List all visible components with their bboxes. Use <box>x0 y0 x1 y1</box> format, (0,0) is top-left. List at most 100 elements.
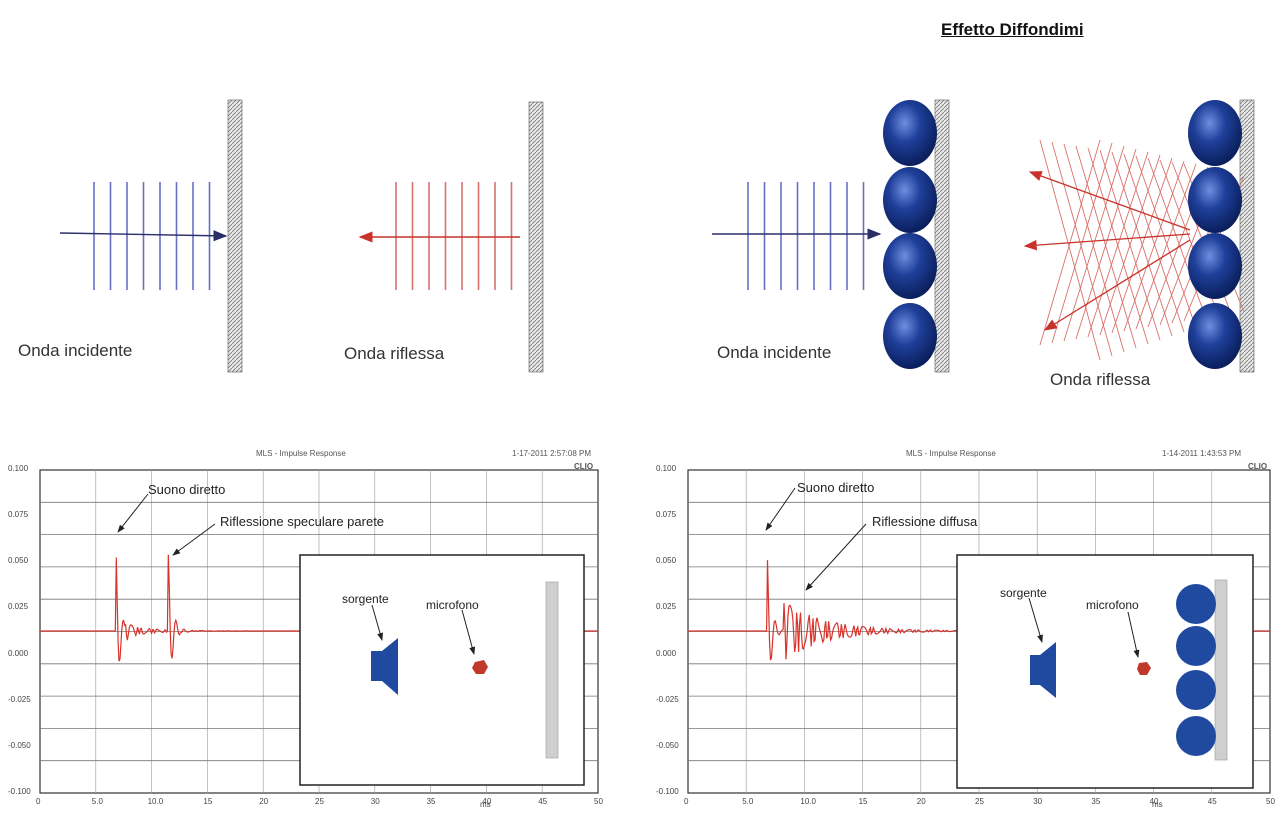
reflected-wavefronts <box>395 182 513 290</box>
x-tick-label: 35 <box>426 797 436 806</box>
diffuser-sphere <box>1176 716 1216 756</box>
y-tick-label: -0.050 <box>656 740 679 750</box>
brand-label: CLIO <box>574 462 594 471</box>
x-tick-label: 40 <box>482 797 492 806</box>
x-tick-label: 5.0 <box>742 797 754 806</box>
arrow <box>117 493 149 533</box>
scatter-arrow <box>1043 239 1191 331</box>
x-tick-label: 25 <box>975 797 984 806</box>
plot-timestamp: 1-17-2011 2:57:08 PM <box>512 449 592 458</box>
diffuser-sphere <box>883 167 937 233</box>
wavefront <box>1063 145 1125 342</box>
scatter-arrow <box>1028 171 1191 231</box>
x-tick-label: 25 <box>315 797 324 806</box>
y-tick-label: -0.025 <box>656 694 679 704</box>
y-tick-label: -0.050 <box>8 740 31 750</box>
annotation-direct-sound: Suono diretto <box>148 482 226 497</box>
x-tick-label: 0 <box>684 797 689 806</box>
x-tick-label: 45 <box>1207 797 1217 806</box>
panel-incident-flat <box>59 99 243 373</box>
x-tick-label: 30 <box>1033 797 1043 806</box>
brand-label: CLIO <box>1248 462 1268 471</box>
annotation-reflection: Riflessione diffusa <box>872 514 978 529</box>
inset-wall <box>1214 579 1228 761</box>
plot-left <box>39 469 599 794</box>
diffuser-sphere <box>1188 233 1242 299</box>
wavefront <box>1051 142 1113 344</box>
wavefront <box>1135 163 1197 330</box>
wavefront <box>1111 151 1173 337</box>
diffuser-sphere <box>883 100 937 166</box>
wavefront <box>1063 143 1125 353</box>
speaker-icon <box>371 638 398 695</box>
wavefront <box>1087 147 1149 345</box>
wavefront <box>1123 160 1185 332</box>
page-title: Effetto Diffondimi <box>941 20 1084 39</box>
x-tick-label: 0 <box>36 797 41 806</box>
arrow <box>172 523 216 556</box>
wavefront <box>1039 139 1101 361</box>
x-tick-label: 10.0 <box>147 797 164 806</box>
panel-reflected-flat <box>358 101 544 373</box>
incident-wavefronts <box>93 182 211 290</box>
wavefront <box>1111 157 1173 334</box>
annotation-direct-sound: Suono diretto <box>797 480 875 495</box>
plot-title: MLS - Impulse Response <box>906 449 996 458</box>
panel-incident-diffuser <box>712 99 950 373</box>
arrow <box>371 604 383 641</box>
x-tick-label: 45 <box>538 797 548 806</box>
y-tick-label: 0.100 <box>8 464 29 473</box>
arrow <box>805 523 867 591</box>
y-tick-label: 0.075 <box>8 510 29 520</box>
y-tick-label: 0.050 <box>8 556 29 566</box>
diffuser-sphere <box>1176 626 1216 666</box>
microphone-label: microfono <box>1086 598 1139 612</box>
diffuser-sphere <box>1188 100 1242 166</box>
diffuser-sphere <box>1188 303 1242 369</box>
x-tick-label: 35 <box>1091 797 1101 806</box>
microphone-icon <box>472 660 488 674</box>
wall <box>227 99 243 373</box>
wavefront <box>1123 153 1185 333</box>
y-tick-label: 0.000 <box>656 648 677 658</box>
caption-incident: Onda incidente <box>717 343 832 362</box>
diffuser-sphere <box>883 303 937 369</box>
arrow <box>765 487 796 531</box>
x-tick-label: 20 <box>259 797 269 806</box>
inset-box <box>299 554 585 786</box>
inset-wall <box>545 581 559 759</box>
x-tick-label: 50 <box>594 797 603 806</box>
y-tick-label: 0.025 <box>656 602 677 612</box>
wall <box>528 101 544 373</box>
caption-reflected: Onda riflessa <box>1050 370 1151 389</box>
x-tick-label: 20 <box>916 797 926 806</box>
y-tick-label: -0.100 <box>8 787 31 796</box>
wavefront <box>1135 155 1197 329</box>
wavefront <box>1075 145 1137 349</box>
arrow <box>1028 597 1043 643</box>
x-tick-label: 15 <box>858 797 868 806</box>
diffuser-sphere <box>1188 167 1242 233</box>
x-tick-label: 15 <box>203 797 213 806</box>
scatter-arrow <box>1023 233 1191 251</box>
diffuser-sphere <box>883 233 937 299</box>
x-tick-label: 40 <box>1149 797 1159 806</box>
y-tick-label: 0.100 <box>656 464 677 473</box>
wavefront <box>1051 141 1113 357</box>
diffuser-sphere <box>1176 670 1216 710</box>
y-tick-label: 0.075 <box>656 510 677 520</box>
wavefront <box>1099 154 1161 336</box>
y-tick-label: -0.100 <box>656 787 679 796</box>
plot-title: MLS - Impulse Response <box>256 449 346 458</box>
wavefront <box>1087 151 1149 338</box>
x-tick-label: 10.0 <box>800 797 816 806</box>
caption-incident: Onda incidente <box>18 341 133 360</box>
arrow <box>1127 611 1140 658</box>
annotation-reflection: Riflessione speculare parete <box>220 514 385 529</box>
x-tick-label: 30 <box>370 797 380 806</box>
y-tick-label: 0.050 <box>656 556 677 566</box>
y-tick-label: -0.025 <box>8 694 31 704</box>
microphone-icon <box>1137 662 1151 675</box>
arrow <box>461 609 476 655</box>
